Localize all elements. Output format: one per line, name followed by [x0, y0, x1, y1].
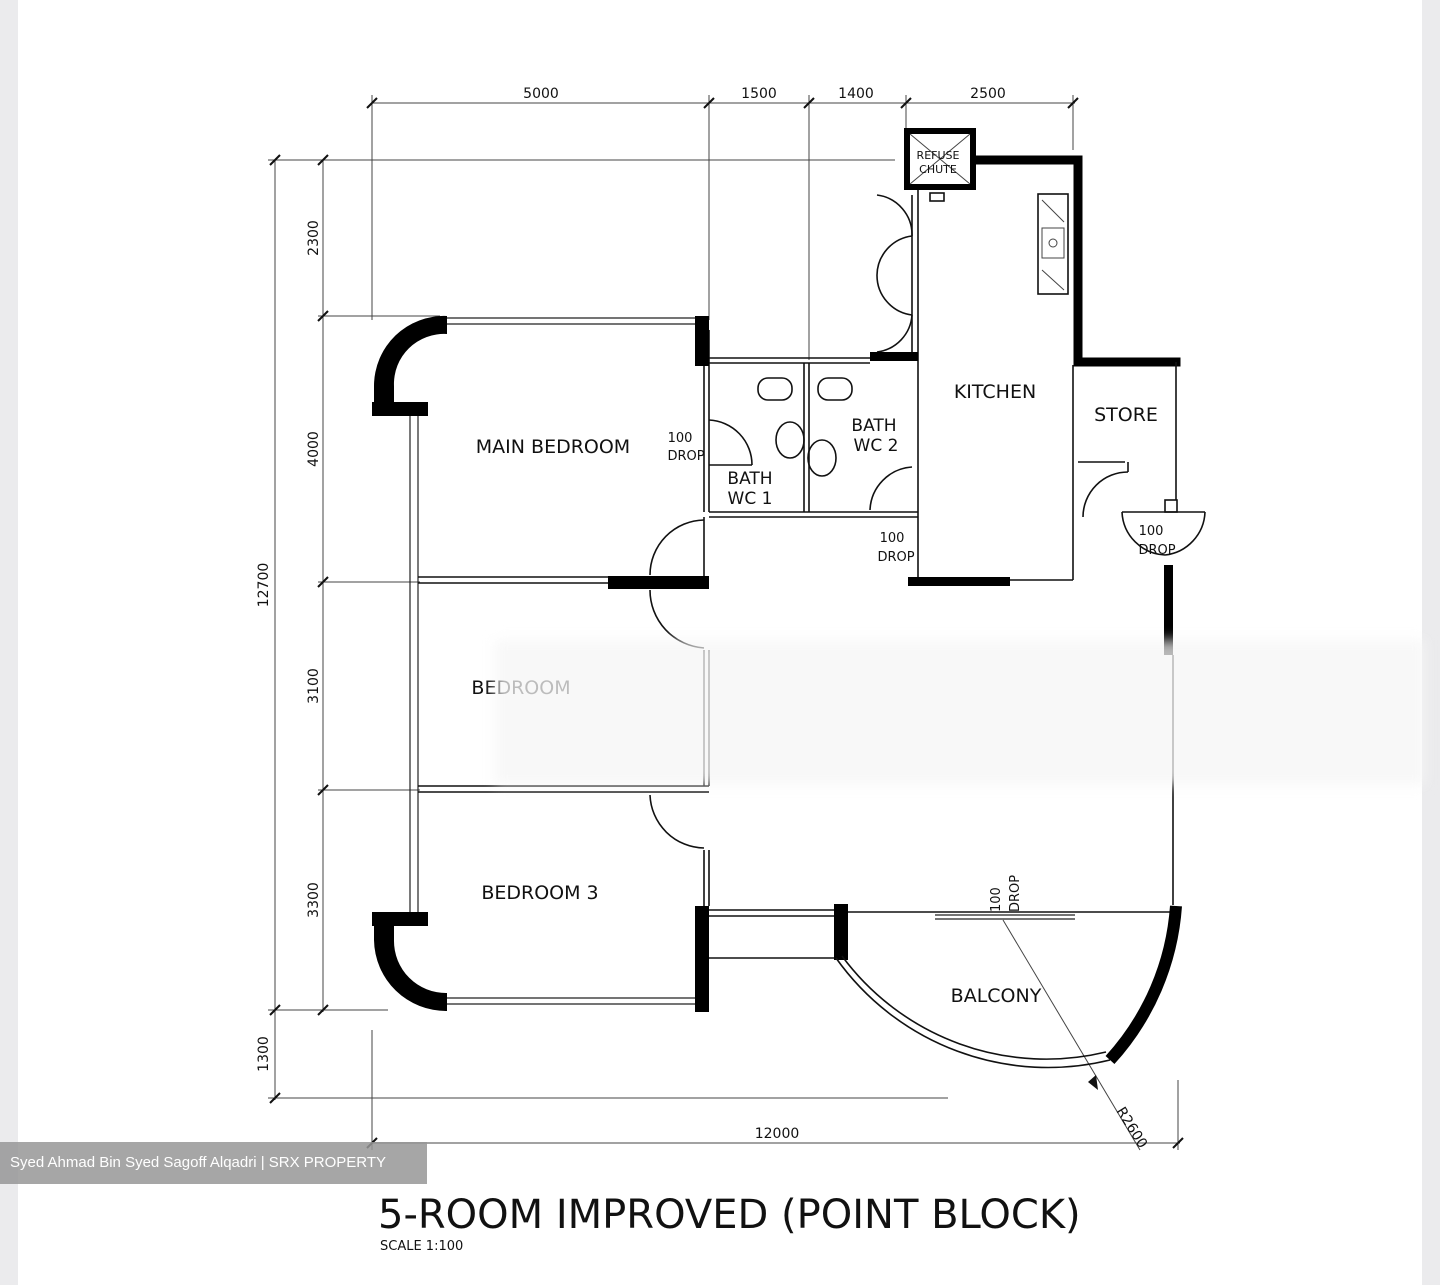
dim-left-2: 4000 — [306, 431, 322, 467]
dim-left-4: 3300 — [306, 882, 322, 918]
refuse-chute: REFUSE CHUTE — [904, 128, 976, 202]
main-bedroom-label: MAIN BEDROOM — [476, 436, 630, 458]
balcony-drop-label: DROP — [1008, 875, 1023, 912]
bottom-dimension: 12000 — [366, 1030, 1184, 1150]
refuse-chute-label-2: CHUTE — [919, 163, 957, 176]
main-drop-value: 100 — [668, 431, 693, 446]
dim-top-3: 1400 — [838, 86, 874, 102]
dim-top-4: 2500 — [970, 86, 1006, 102]
bath1-label-1: BATH — [727, 469, 772, 489]
top-dimensions: 5000 1500 1400 2500 — [366, 86, 1079, 360]
kitchen-drop-label: DROP — [877, 550, 914, 565]
main-drop-label: DROP — [667, 449, 704, 464]
dim-left-1: 2300 — [306, 220, 322, 256]
bath2-label-1: BATH — [851, 416, 896, 436]
kitchen-walls: KITCHEN — [908, 155, 1181, 586]
entry-drop-label: DROP — [1138, 543, 1175, 558]
dim-top-1: 5000 — [523, 86, 559, 102]
blurred-overlay — [495, 640, 1425, 785]
plan-title: 5-ROOM IMPROVED (POINT BLOCK) — [378, 1192, 1081, 1238]
bath2-label-2: WC 2 — [854, 436, 899, 456]
store: STORE — [1078, 362, 1177, 518]
dim-left-3: 3100 — [306, 668, 322, 704]
entry-drop-value: 100 — [1139, 524, 1164, 539]
balcony: BALCONY 100 DROP — [709, 875, 1182, 1069]
dim-overall-left: 12700 — [256, 563, 272, 608]
store-label: STORE — [1094, 404, 1158, 426]
balcony-label: BALCONY — [951, 985, 1042, 1007]
kitchen-side-doors — [870, 194, 918, 361]
bath1-label-2: WC 1 — [728, 489, 773, 509]
dim-top-2: 1500 — [741, 86, 777, 102]
kitchen-label: KITCHEN — [954, 381, 1036, 403]
radius-label: R2600 — [1113, 1104, 1151, 1151]
bedroom-3-label: BEDROOM 3 — [481, 882, 598, 904]
dim-bottom: 12000 — [755, 1126, 800, 1142]
dim-left-5: 1300 — [256, 1036, 272, 1072]
kitchen-drop-value: 100 — [880, 531, 905, 546]
left-dimensions: 2300 4000 3100 3300 1300 12700 — [256, 154, 948, 1104]
balcony-drop-value: 100 — [989, 887, 1004, 912]
watermark-label: Syed Ahmad Bin Syed Sagoff Alqadri | SRX… — [0, 1142, 427, 1184]
refuse-chute-label-1: REFUSE — [917, 149, 960, 162]
plan-scale: SCALE 1:100 — [380, 1239, 463, 1254]
